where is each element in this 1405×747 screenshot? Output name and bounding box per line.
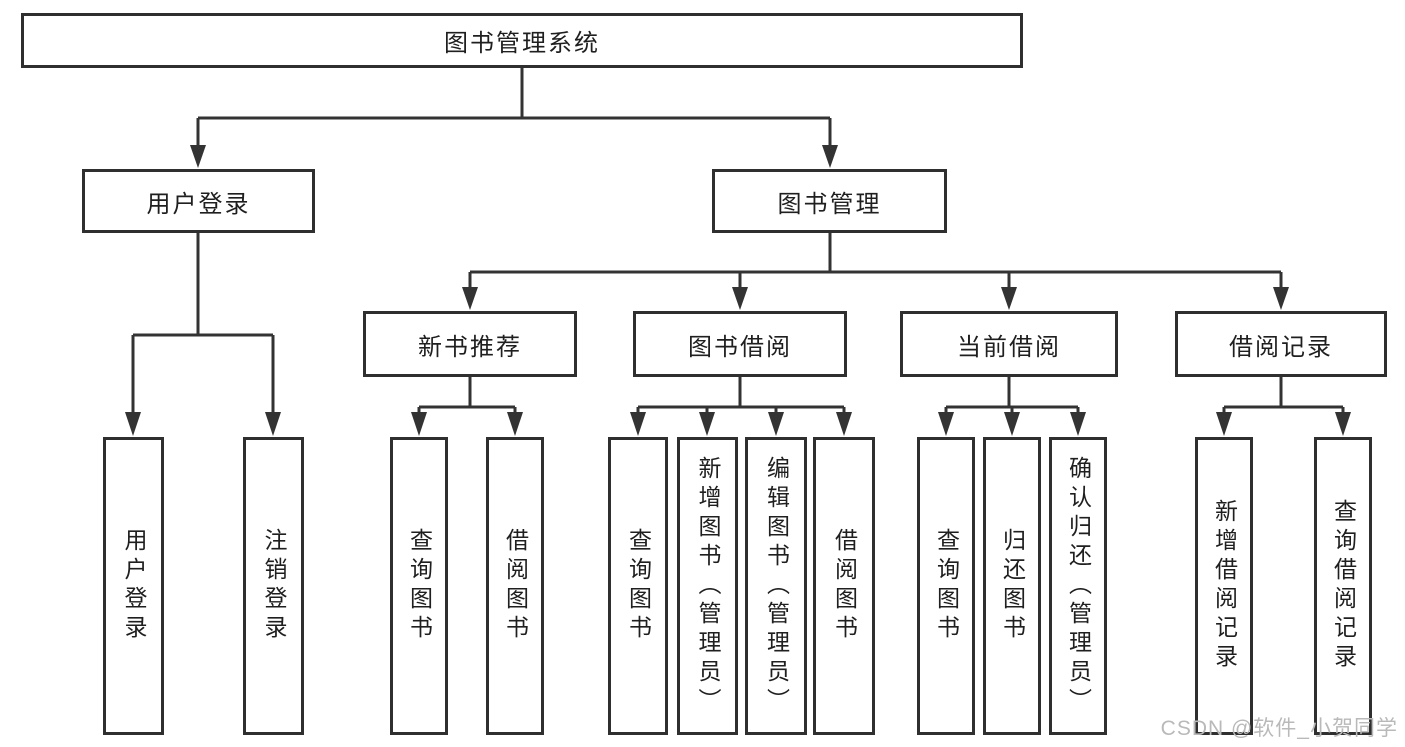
node-label: 新增借阅记录 [1211,499,1238,673]
leaf-user-login: 用户登录 [103,437,164,735]
node-label: 查询图书 [625,528,652,644]
node-label: 图书管理系统 [444,30,600,57]
leaf-edit-books-admin: 编辑图书（管理员） [745,437,807,735]
node-label: 借阅图书 [831,528,858,644]
node-label: 用户登录 [146,190,251,218]
node-borrow-records: 借阅记录 [1175,311,1387,377]
node-label: 编辑图书（管理员） [763,455,790,717]
node-current-borrow: 当前借阅 [900,311,1118,377]
node-book-borrow: 图书借阅 [633,311,847,377]
node-label: 查询借阅记录 [1330,499,1357,673]
node-label: 查询图书 [933,528,960,644]
leaf-add-books-admin: 新增图书（管理员） [677,437,738,735]
node-label: 注销登录 [261,528,287,644]
leaf-query-books-recommend: 查询图书 [390,437,448,735]
node-label: 当前借阅 [957,333,1061,361]
node-label: 图书管理 [777,190,882,218]
node-label: 新增图书（管理员） [695,455,721,717]
node-label: 图书借阅 [688,333,792,361]
node-label: 确认归还（管理员） [1065,455,1092,717]
leaf-confirm-return-admin: 确认归还（管理员） [1049,437,1107,735]
node-label: 用户登录 [121,528,147,644]
leaf-query-books-current: 查询图书 [917,437,975,735]
csdn-watermark: CSDN @软件_小贺同学 [1160,717,1398,740]
node-label: 新书推荐 [418,333,522,361]
node-root-library-management-system: 图书管理系统 [21,13,1023,68]
node-label: 查询图书 [406,528,433,644]
leaf-borrow-books: 借阅图书 [813,437,875,735]
node-book-management: 图书管理 [712,169,947,233]
node-new-book-recommend: 新书推荐 [363,311,577,377]
leaf-return-books: 归还图书 [983,437,1041,735]
leaf-add-borrow-record: 新增借阅记录 [1195,437,1253,735]
node-label: 借阅记录 [1229,333,1333,361]
leaf-query-borrow-record: 查询借阅记录 [1314,437,1372,735]
node-label: 借阅图书 [502,528,529,644]
node-user-login: 用户登录 [82,169,315,233]
leaf-borrow-books-recommend: 借阅图书 [486,437,544,735]
leaf-logout: 注销登录 [243,437,304,735]
leaf-query-books-borrow: 查询图书 [608,437,668,735]
node-label: 归还图书 [999,528,1026,644]
